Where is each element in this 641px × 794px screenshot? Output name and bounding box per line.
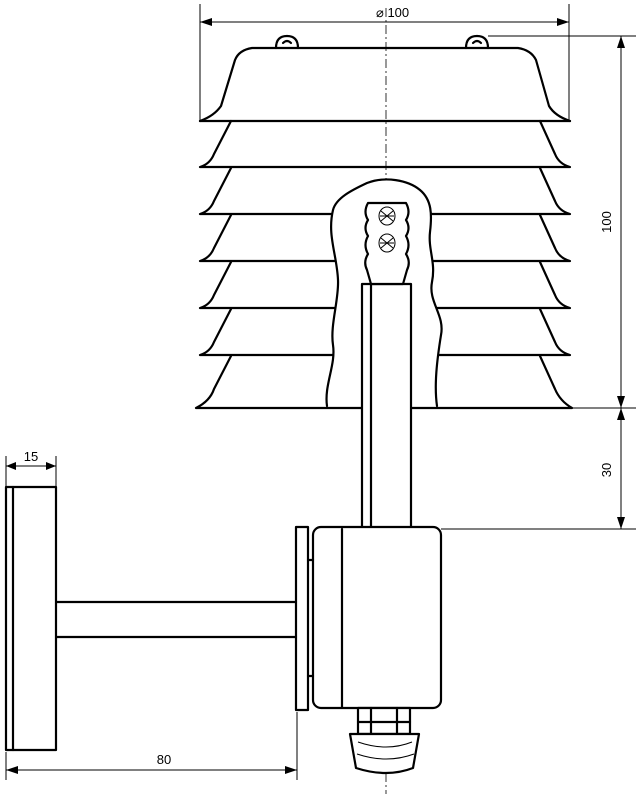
- bolt-left-icon: [274, 34, 300, 50]
- dimension-height-shield-label: 100: [599, 211, 614, 233]
- bolt-right-icon: [464, 34, 490, 50]
- dimension-height-gap-label: 30: [599, 463, 614, 477]
- dimension-arm-length: 80: [5, 712, 298, 780]
- cable-gland: [348, 706, 421, 775]
- dimension-arm-length-label: 80: [157, 752, 171, 767]
- dimension-plate-thickness-label: 15: [24, 449, 38, 464]
- electronics-housing: [294, 525, 443, 712]
- dimension-height-gap: 30: [441, 408, 636, 530]
- wall-plate: [4, 485, 58, 752]
- dimension-diameter: ⌀ 100: [199, 4, 570, 120]
- radiation-shield-cap: [198, 34, 572, 123]
- mounting-arm: [55, 600, 298, 639]
- sensor-probe: [360, 201, 413, 531]
- dimension-height-shield: 100: [488, 35, 636, 409]
- dimension-diameter-label: ⌀ 100: [376, 5, 409, 20]
- dimension-plate-thickness: 15: [5, 449, 57, 486]
